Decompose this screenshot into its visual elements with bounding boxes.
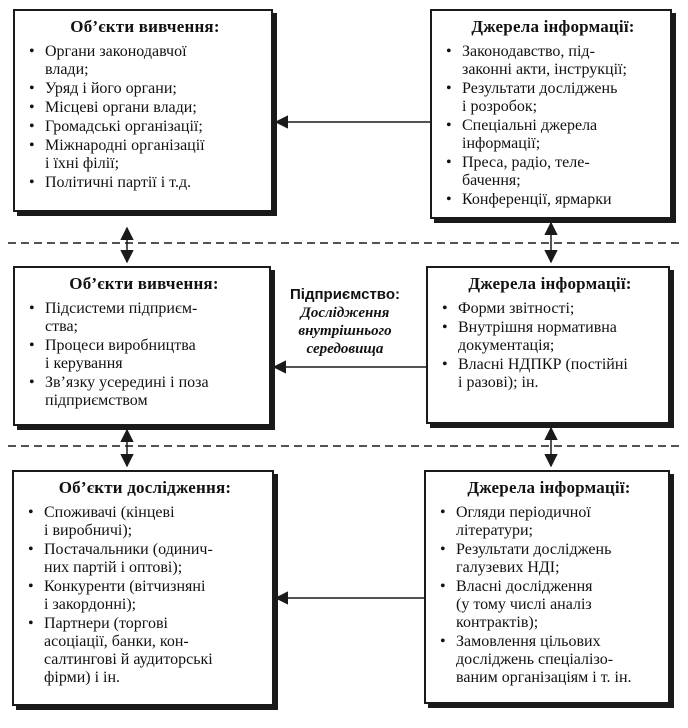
list-item: Споживачі (кінцеві і виробничі); xyxy=(28,504,262,540)
box-row1-objects: Об’єкти вивчення: Органи законодавчої вл… xyxy=(13,9,273,212)
list-item: Процеси виробництва і керування xyxy=(29,337,259,373)
list-item: Конференції, ярмарки xyxy=(446,191,660,209)
enterprise-label: Підприємство: Дослідження внутрішнього с… xyxy=(278,286,412,358)
item-list: Органи законодавчої влади; Уряд і його о… xyxy=(29,43,261,192)
list-item: Підсистеми підприєм- ства; xyxy=(29,300,259,336)
list-item: Міжнародні організації і їхні філії; xyxy=(29,137,261,173)
list-item: Місцеві органи влади; xyxy=(29,99,261,117)
box-row2-sources: Джерела інформації: Форми звітності; Вну… xyxy=(426,266,670,424)
list-item: Огляди періодичної літератури; xyxy=(440,504,658,540)
list-item: Громадські організації; xyxy=(29,118,261,136)
box-title: Джерела інформації: xyxy=(468,274,632,293)
list-item: Преса, радіо, теле- бачення; xyxy=(446,154,660,190)
list-item: Органи законодавчої влади; xyxy=(29,43,261,79)
enterprise-subtitle: Дослідження внутрішнього середовища xyxy=(298,305,392,357)
list-item: Власні дослідження (у тому числі аналіз … xyxy=(440,578,658,632)
list-item: Зв’язку усередині і поза підприємством xyxy=(29,374,259,410)
list-item: Форми звітності; xyxy=(442,300,658,318)
item-list: Законодавство, під- законні акти, інстру… xyxy=(446,43,660,209)
list-item: Законодавство, під- законні акти, інстру… xyxy=(446,43,660,79)
list-item: Внутрішня нормативна документація; xyxy=(442,319,658,355)
item-list: Підсистеми підприєм- ства; Процеси вироб… xyxy=(29,300,259,410)
list-item: Результати досліджень галузевих НДІ; xyxy=(440,541,658,577)
item-list: Форми звітності; Внутрішня нормативна до… xyxy=(442,300,658,392)
list-item: Політичні партії і т.д. xyxy=(29,174,261,192)
box-title: Об’єкти дослідження: xyxy=(58,478,232,497)
list-item: Спеціальні джерела інформації; xyxy=(446,117,660,153)
list-item: Партнери (торгові асоціації, банки, кон-… xyxy=(28,615,262,687)
list-item: Уряд і його органи; xyxy=(29,80,261,98)
box-title: Об’єкти вивчення: xyxy=(70,17,220,36)
item-list: Споживачі (кінцеві і виробничі); Постача… xyxy=(28,504,262,687)
box-title: Джерела інформації: xyxy=(467,478,631,497)
box-title: Об’єкти вивчення: xyxy=(69,274,219,293)
list-item: Результати досліджень і розробок; xyxy=(446,80,660,116)
list-item: Постачальники (одинич- них партій і опто… xyxy=(28,541,262,577)
box-row2-objects: Об’єкти вивчення: Підсистеми підприєм- с… xyxy=(13,266,271,426)
enterprise-title: Підприємство: xyxy=(290,286,400,303)
list-item: Замовлення цільових досліджень спеціаліз… xyxy=(440,633,658,687)
list-item: Власні НДПКР (постійні і разові); ін. xyxy=(442,356,658,392)
box-row3-sources: Джерела інформації: Огляди періодичної л… xyxy=(424,470,670,704)
box-row1-sources: Джерела інформації: Законодавство, під- … xyxy=(430,9,672,219)
box-row3-objects: Об’єкти дослідження: Споживачі (кінцеві … xyxy=(12,470,274,706)
box-title: Джерела інформації: xyxy=(471,17,635,36)
item-list: Огляди періодичної літератури; Результат… xyxy=(440,504,658,687)
list-item: Конкуренти (вітчизняні і закордонні); xyxy=(28,578,262,614)
